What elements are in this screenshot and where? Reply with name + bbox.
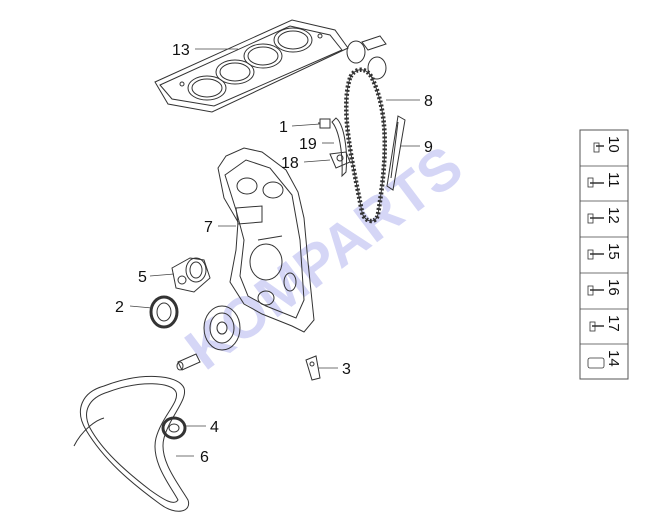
callout-5: 5 <box>138 269 147 286</box>
head-gasket-part <box>154 19 349 113</box>
callout-1: 1 <box>279 119 288 136</box>
bolt-part <box>318 118 331 129</box>
dowel-pin-icon <box>587 357 605 369</box>
callout-13: 13 <box>172 42 190 59</box>
legend-17: 17 <box>605 315 622 332</box>
bolt-icon <box>593 142 604 153</box>
serpentine-belt-part <box>73 376 190 512</box>
callout-18: 18 <box>281 155 299 172</box>
oil-seal-part <box>149 295 179 329</box>
idler-pulley-part <box>161 416 187 440</box>
legend-16: 16 <box>605 279 622 296</box>
tensioner-rail-part <box>331 117 347 178</box>
bolt-icon <box>587 177 604 188</box>
callout-6: 6 <box>200 449 209 466</box>
bolt-icon <box>589 321 604 332</box>
timing-chain-part <box>344 67 387 224</box>
legend-12: 12 <box>605 207 622 224</box>
callout-7: 7 <box>204 219 213 236</box>
leader-lines <box>129 48 420 457</box>
legend-15: 15 <box>605 243 622 260</box>
crank-bolt-part <box>176 353 201 371</box>
timing-cover-part <box>217 147 315 333</box>
bracket-part <box>305 355 321 381</box>
chain-tensioner-part <box>329 151 351 169</box>
callout-2: 2 <box>115 299 124 316</box>
legend-14: 14 <box>605 350 622 367</box>
callout-4: 4 <box>210 419 219 436</box>
bolt-icon <box>587 249 604 260</box>
cam-sprockets-part <box>346 35 387 80</box>
belt-tensioner-part <box>171 257 211 293</box>
callout-8: 8 <box>424 93 433 110</box>
bolt-icon <box>587 213 604 224</box>
legend-11: 11 <box>605 172 622 188</box>
bolt-icon <box>587 285 604 296</box>
fastener-legend-table: 10 11 12 15 16 17 14 <box>579 129 629 380</box>
legend-10: 10 <box>605 136 622 153</box>
callout-9: 9 <box>424 139 433 156</box>
callout-19: 19 <box>299 136 317 153</box>
crank-pulley-part <box>203 305 241 351</box>
callout-3: 3 <box>342 361 351 378</box>
chain-guide-part <box>386 115 406 191</box>
